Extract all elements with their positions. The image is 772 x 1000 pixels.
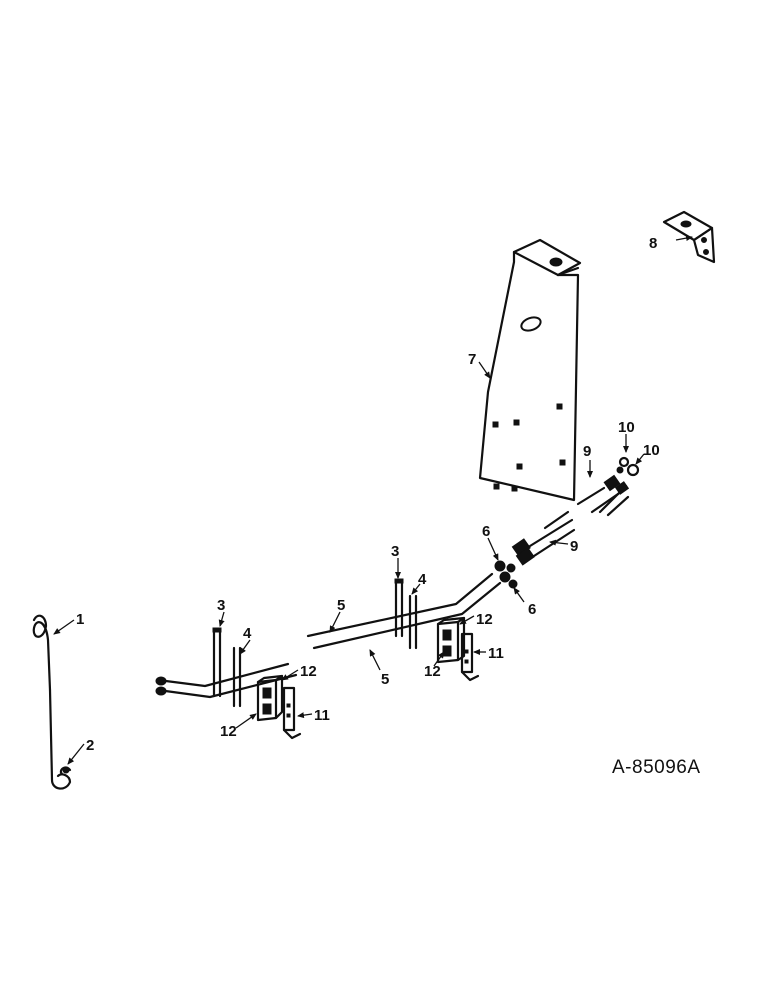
reference-code: A-85096A <box>612 757 701 778</box>
washers-part-10 <box>616 456 640 477</box>
callout-6-lower: 6 <box>528 601 536 618</box>
clamp-assembly-right <box>394 578 418 650</box>
callout-6-upper: 6 <box>482 523 490 540</box>
callout-12-right-lower: 12 <box>424 663 441 680</box>
callout-10-upper: 10 <box>618 419 635 436</box>
callout-8: 8 <box>649 235 657 252</box>
callout-3-left: 3 <box>217 597 225 614</box>
callout-11-right: 11 <box>488 645 504 662</box>
tubes-part-5 <box>155 572 502 699</box>
hoses-part-9-lower <box>511 510 576 566</box>
callout-12-left-upper: 12 <box>300 663 317 680</box>
angle-bracket-part-8 <box>662 210 716 264</box>
callout-10-lower: 10 <box>643 442 660 459</box>
spring-clip-part-1 <box>32 614 72 790</box>
callout-12-left-lower: 12 <box>220 723 237 740</box>
bracket-part-11-left <box>282 686 302 740</box>
mounting-plate-part-7 <box>478 238 582 502</box>
callout-4-right: 4 <box>418 571 427 588</box>
couplers-part-6 <box>494 560 518 589</box>
bracket-part-11-right <box>460 632 480 682</box>
callout-3-right: 3 <box>391 543 399 560</box>
small-clip-part-2 <box>59 766 72 776</box>
callout-7: 7 <box>468 351 476 368</box>
callout-9-lower: 9 <box>570 538 578 555</box>
callout-11-left: 11 <box>314 707 330 724</box>
callout-arrows <box>53 235 693 765</box>
callout-9-upper: 9 <box>583 443 591 460</box>
blocks-part-12-left <box>256 674 284 722</box>
callout-5-lower: 5 <box>381 671 389 688</box>
clamp-assembly-left <box>212 627 242 708</box>
callout-1: 1 <box>76 611 84 628</box>
callout-12-right-upper: 12 <box>476 611 493 628</box>
callout-4-left: 4 <box>243 625 252 642</box>
callout-2: 2 <box>86 737 94 754</box>
hoses-part-9-upper <box>576 474 630 517</box>
callout-5-upper: 5 <box>337 597 345 614</box>
